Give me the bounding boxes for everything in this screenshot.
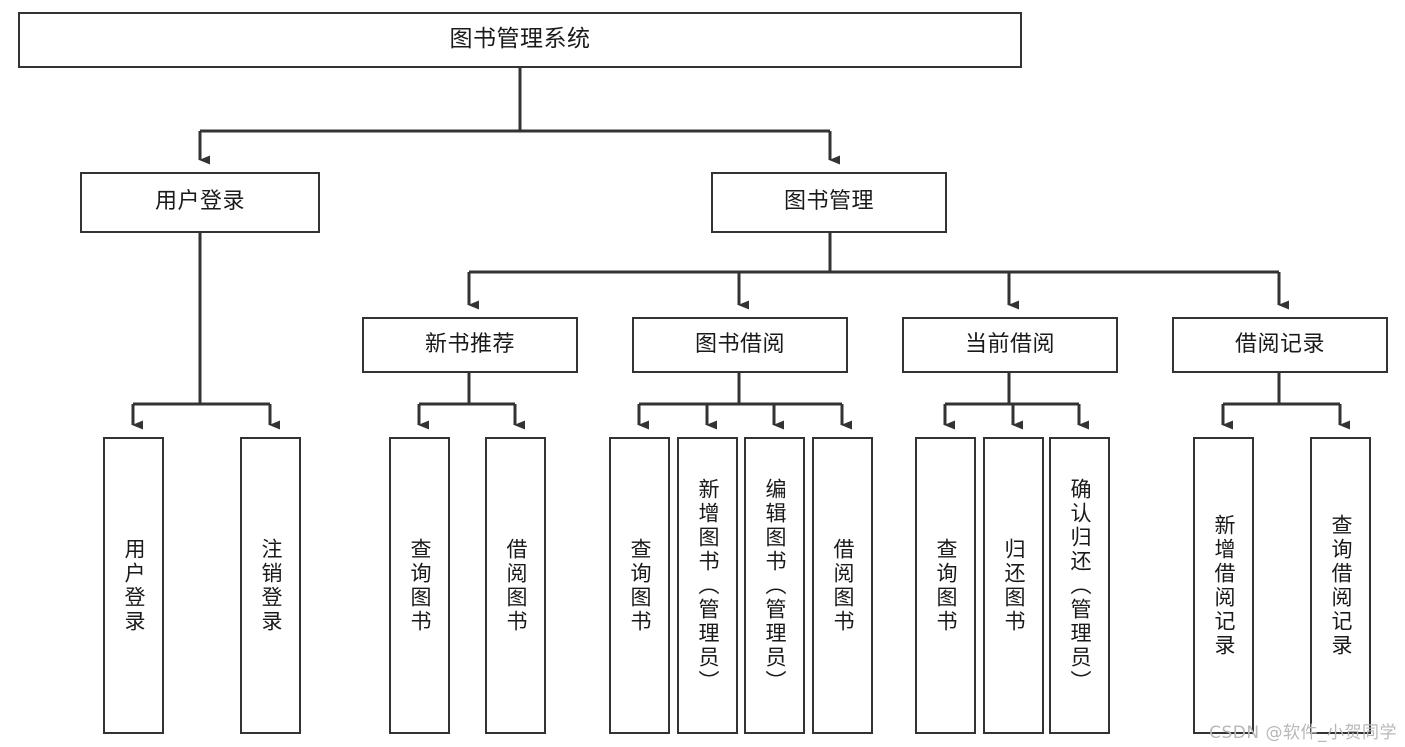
leaf-borrow-record-query[interactable]: 查询借阅记录 [1310,437,1371,734]
node-label: 图书借阅 [694,331,785,357]
node-label: 借阅图书 [831,537,855,634]
node-label: 查询图书 [408,537,432,634]
leaf-book-borrow-query[interactable]: 查询图书 [609,437,670,734]
csdn-watermark: CSDN @软件_小贺同学 [1209,723,1397,743]
node-borrow-record[interactable]: 借阅记录 [1172,317,1388,373]
node-label: 归还图书 [1002,537,1026,634]
node-label: 用户登录 [154,189,245,215]
node-label: 新增图书（管理员） [696,477,720,694]
node-new-book-recommend[interactable]: 新书推荐 [362,317,578,373]
leaf-current-borrow-query[interactable]: 查询图书 [915,437,976,734]
node-label: 借阅图书 [504,537,528,634]
node-label: 当前借阅 [964,331,1055,357]
leaf-book-borrow-add[interactable]: 新增图书（管理员） [677,437,738,734]
leaf-user-login-logout[interactable]: 注销登录 [240,437,301,734]
node-label: 借阅记录 [1234,331,1325,357]
node-label: 编辑图书（管理员） [763,477,787,694]
node-label: 查询图书 [628,537,652,634]
node-label: 图书管理系统 [449,26,591,53]
node-label: 查询借阅记录 [1329,513,1353,658]
leaf-current-borrow-confirm-return[interactable]: 确认归还（管理员） [1049,437,1110,734]
node-current-borrow[interactable]: 当前借阅 [902,317,1118,373]
leaf-new-book-query[interactable]: 查询图书 [389,437,450,734]
node-label: 新增借阅记录 [1212,513,1236,658]
node-user-login[interactable]: 用户登录 [80,172,320,233]
node-label: 图书管理 [783,189,874,215]
node-label: 注销登录 [259,537,283,634]
node-root-system[interactable]: 图书管理系统 [18,12,1022,68]
node-label: 新书推荐 [424,331,515,357]
leaf-book-borrow-borrow[interactable]: 借阅图书 [812,437,873,734]
leaf-current-borrow-return[interactable]: 归还图书 [983,437,1044,734]
leaf-book-borrow-edit[interactable]: 编辑图书（管理员） [744,437,805,734]
node-book-management[interactable]: 图书管理 [711,172,947,233]
node-label: 用户登录 [122,537,146,634]
leaf-borrow-record-add[interactable]: 新增借阅记录 [1193,437,1254,734]
leaf-user-login-login[interactable]: 用户登录 [103,437,164,734]
node-label: 确认归还（管理员） [1068,477,1092,694]
leaf-new-book-borrow[interactable]: 借阅图书 [485,437,546,734]
node-label: 查询图书 [934,537,958,634]
node-book-borrow[interactable]: 图书借阅 [632,317,848,373]
